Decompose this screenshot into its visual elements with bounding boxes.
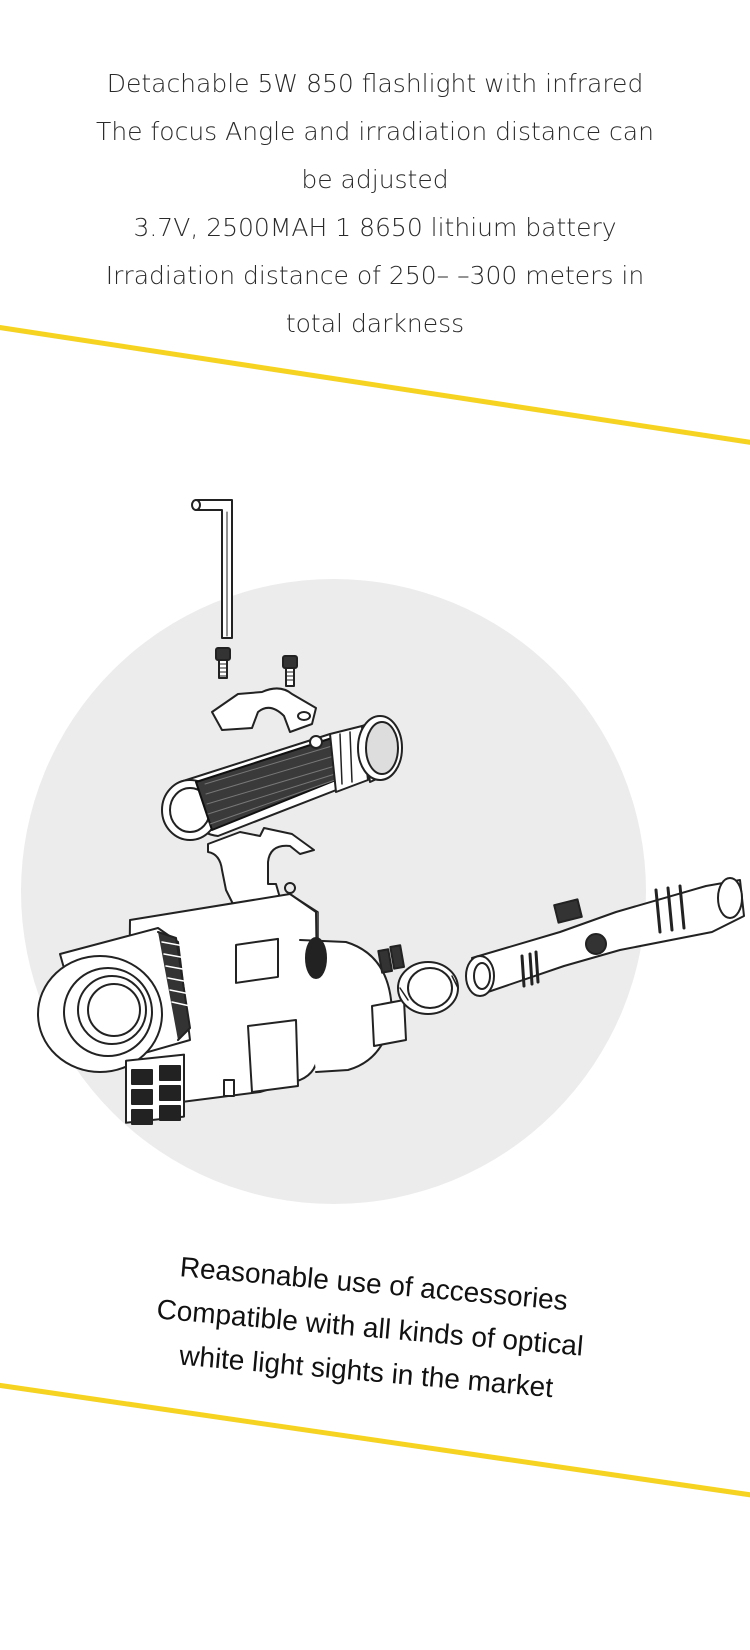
control-keypad-icon — [125, 1053, 185, 1125]
feature-line: be adjusted — [301, 165, 449, 194]
feature-line: 3.7V, 2500MAH 1 8650 lithium battery — [133, 213, 617, 242]
flashlight-features-text: Detachable 5W 850 flashlight with infrar… — [40, 60, 710, 348]
exploded-scope-illustration — [37, 499, 745, 1125]
allen-key-icon — [191, 499, 233, 639]
flashlight-icon — [161, 715, 403, 841]
feature-line: Detachable 5W 850 flashlight with infrar… — [106, 69, 644, 98]
accessories-text: Reasonable use of accessories Compatible… — [85, 1238, 654, 1418]
screw-icon — [282, 655, 298, 687]
feature-line: The focus Angle and irradiation distance… — [96, 117, 654, 146]
feature-line: total darkness — [285, 309, 465, 338]
eyepiece-icon — [37, 927, 191, 1073]
screw-icon — [215, 647, 231, 679]
ring-mount-icon — [211, 687, 317, 733]
optical-sight-icon — [465, 877, 745, 997]
feature-line: Irradiation distance of 250– –300 meters… — [105, 261, 645, 290]
screw-icon — [377, 944, 406, 974]
scope-ring-icon — [397, 961, 459, 1015]
